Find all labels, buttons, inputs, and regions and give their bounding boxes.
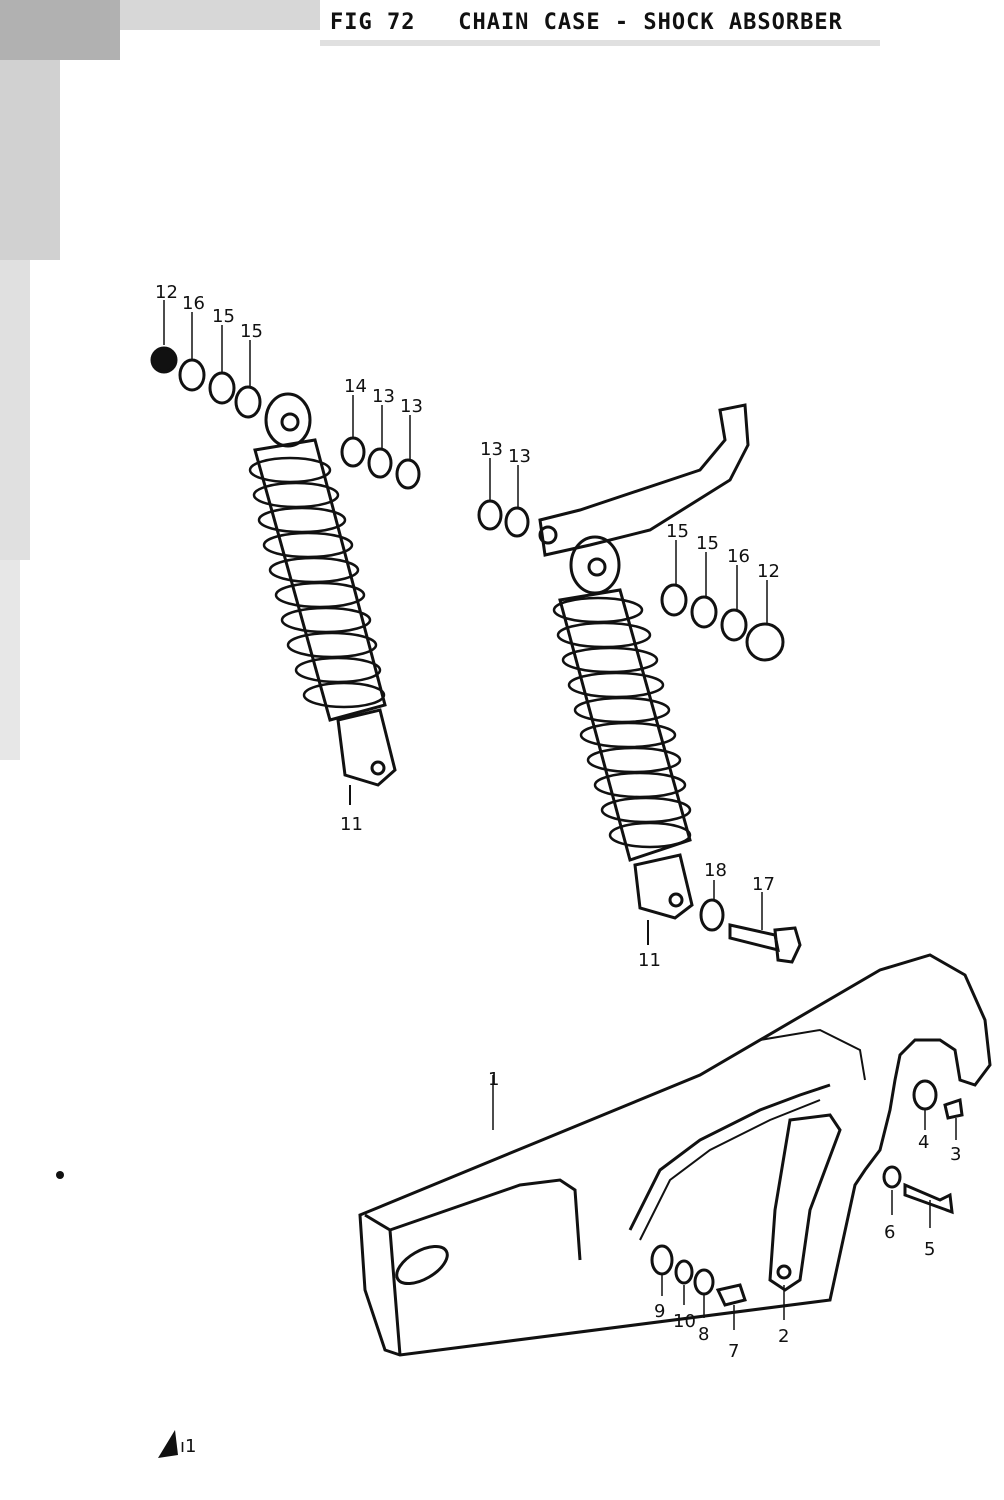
- label-2: 2: [778, 1326, 789, 1347]
- scan-marks: ı1: [56, 1171, 196, 1458]
- chain-case-bracket: [768, 1113, 842, 1320]
- svg-text:ı1: ı1: [180, 1436, 196, 1457]
- chain-case: [358, 953, 992, 1357]
- label-5: 5: [924, 1239, 935, 1260]
- label-16: 16: [727, 546, 750, 567]
- label-18: 18: [704, 860, 727, 881]
- label-7: 7: [728, 1341, 739, 1362]
- label-13: 13: [480, 439, 503, 460]
- label-4: 4: [918, 1132, 929, 1153]
- label-12: 12: [757, 561, 780, 582]
- label-13: 13: [400, 396, 423, 417]
- label-16: 16: [182, 293, 205, 314]
- part-number-labels: 12 16 15 15 14 13 13 11 13 13 15 15 16 1…: [155, 282, 961, 1362]
- fastener-hardware: [492, 1075, 964, 1330]
- label-15: 15: [666, 521, 689, 542]
- label-13: 13: [372, 386, 395, 407]
- label-9: 9: [654, 1301, 665, 1322]
- figure-title: FIG 72 CHAIN CASE - SHOCK ABSORBER: [330, 10, 843, 35]
- washers-right-top: [477, 458, 785, 662]
- label-8: 8: [698, 1324, 709, 1345]
- shock-absorber-right: [538, 403, 750, 945]
- shock-absorber-left: [248, 392, 397, 805]
- label-6: 6: [884, 1222, 895, 1243]
- bolt-and-washer: [699, 880, 802, 964]
- label-12: 12: [155, 282, 178, 303]
- label-11: 11: [340, 814, 363, 835]
- label-13: 13: [508, 446, 531, 467]
- label-11: 11: [638, 950, 661, 971]
- washers-left-top: [150, 300, 421, 490]
- label-15: 15: [240, 321, 263, 342]
- label-15: 15: [212, 306, 235, 327]
- label-1: 1: [488, 1069, 499, 1090]
- label-15: 15: [696, 533, 719, 554]
- scan-noise: [0, 0, 880, 760]
- label-14: 14: [344, 376, 367, 397]
- label-10: 10: [673, 1311, 696, 1332]
- label-3: 3: [950, 1144, 961, 1165]
- label-17: 17: [752, 874, 775, 895]
